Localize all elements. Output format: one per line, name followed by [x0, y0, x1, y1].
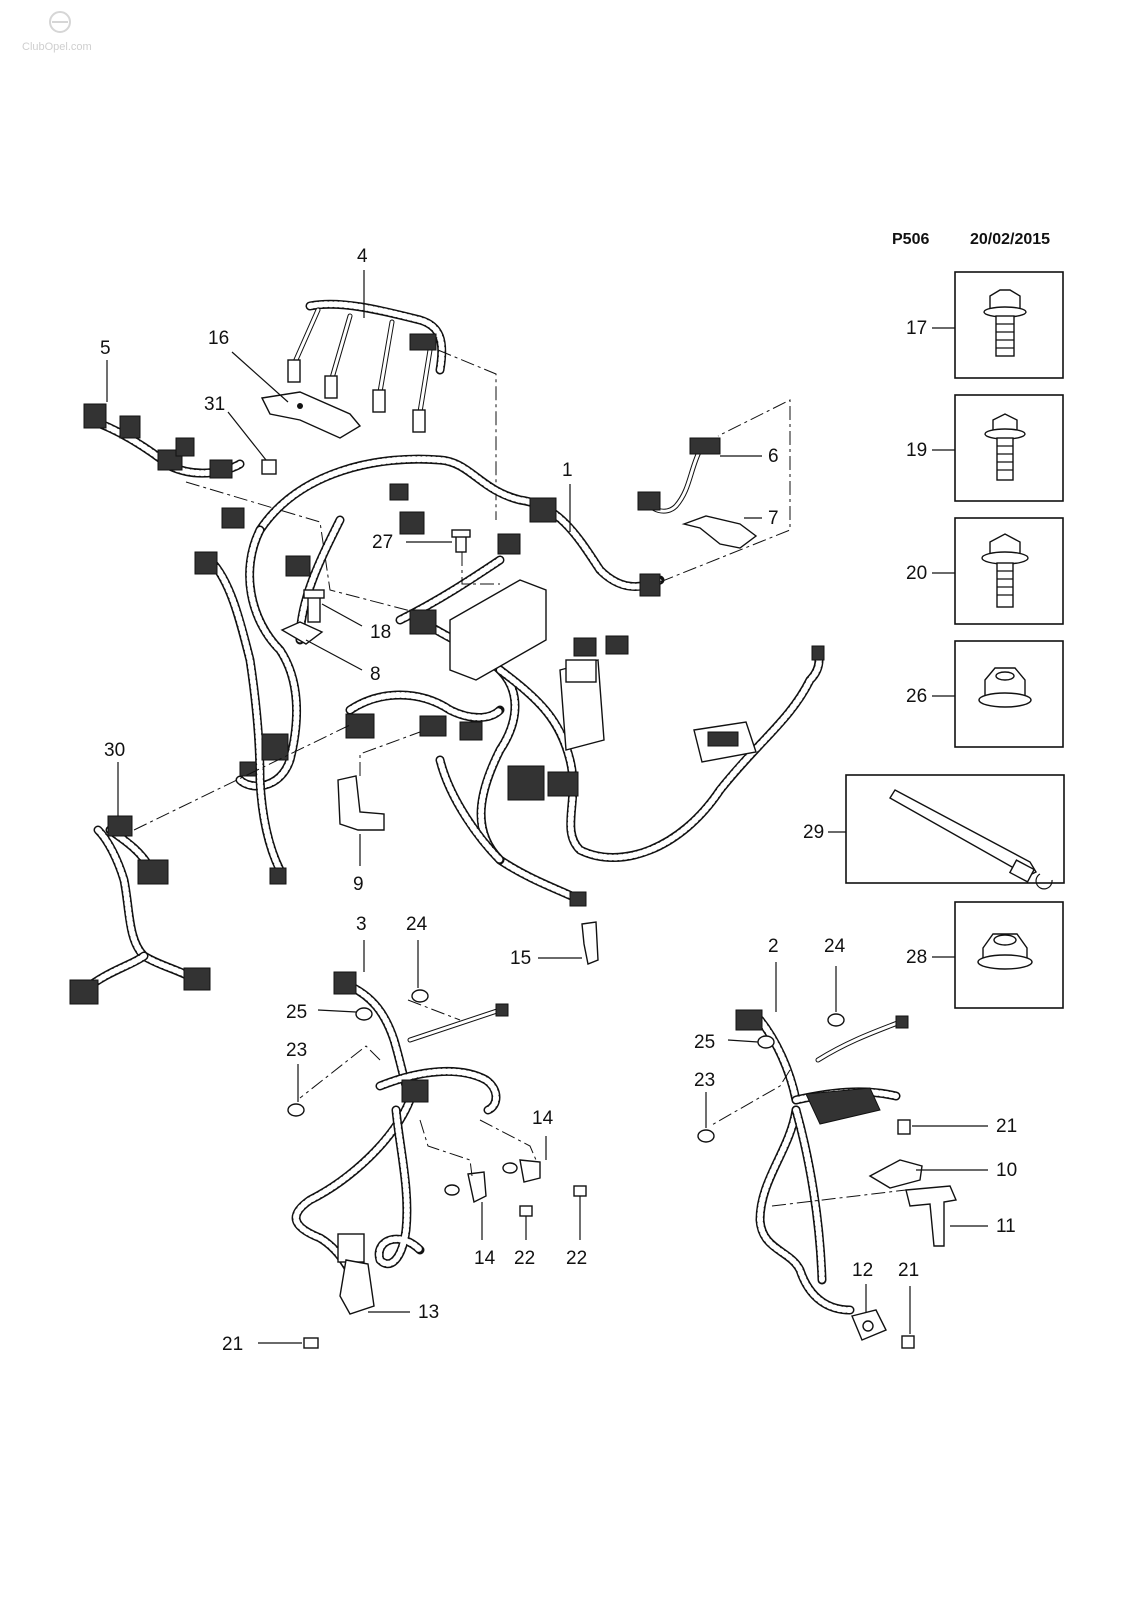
sensor-6[interactable]	[637, 437, 721, 514]
flange-nut-icon	[977, 933, 1033, 970]
callout-8: 8	[370, 664, 381, 685]
battery-harness-2[interactable]	[735, 1009, 909, 1315]
callout-21b: 21	[996, 1116, 1017, 1137]
nut-25b[interactable]	[757, 1035, 775, 1049]
callout-28: 28	[906, 947, 927, 968]
side-part-20[interactable]	[932, 517, 1064, 625]
callout-21a: 21	[222, 1334, 243, 1355]
hex-bolt-icon	[984, 413, 1026, 481]
callout-17: 17	[906, 318, 927, 339]
bolt-21b[interactable]	[897, 1119, 911, 1135]
side-part-17[interactable]	[932, 271, 1064, 379]
callout-30: 30	[104, 740, 125, 761]
bolt-22b[interactable]	[573, 1185, 587, 1197]
callout-14b: 14	[474, 1248, 496, 1269]
bracket-7[interactable]	[681, 515, 758, 549]
nut-24a[interactable]	[411, 989, 429, 1003]
callout-6: 6	[768, 446, 779, 467]
callout-25a: 25	[286, 1002, 307, 1023]
callout-12: 12	[852, 1260, 873, 1281]
bracket-9[interactable]	[337, 775, 385, 831]
nut-23a[interactable]	[287, 1103, 305, 1117]
bracket-12[interactable]	[851, 1309, 887, 1341]
callout-24a: 24	[406, 914, 428, 935]
callout-15: 15	[510, 948, 531, 969]
nut-23b[interactable]	[697, 1129, 715, 1143]
battery-harness-3[interactable]	[291, 971, 509, 1315]
watermark-logo: ClubOpel.com	[22, 11, 92, 53]
callout-7: 7	[768, 508, 779, 529]
callout-22b: 22	[566, 1248, 587, 1269]
callout-31: 31	[204, 394, 225, 415]
callout-22a: 22	[514, 1248, 535, 1269]
callout-21c: 21	[898, 1260, 919, 1281]
callout-19: 19	[906, 440, 927, 461]
diagram-code: P506	[892, 231, 929, 248]
bracket-14a[interactable]	[444, 1171, 487, 1204]
callout-27: 27	[372, 532, 393, 553]
cable-tie-icon	[889, 789, 1053, 890]
bolt-22a[interactable]	[519, 1205, 533, 1217]
nut-24b[interactable]	[827, 1013, 845, 1027]
side-part-26[interactable]	[932, 640, 1064, 748]
callout-2: 2	[768, 936, 779, 957]
callout-18: 18	[370, 622, 391, 643]
callout-20: 20	[906, 563, 927, 584]
watermark-text: ClubOpel.com	[22, 41, 92, 53]
bracket-10[interactable]	[868, 1159, 923, 1189]
callout-14a: 14	[532, 1108, 554, 1129]
side-part-19[interactable]	[932, 394, 1064, 502]
callout-5: 5	[100, 338, 111, 359]
bolt-21a[interactable]	[303, 1337, 319, 1349]
callout-16: 16	[208, 328, 229, 349]
callout-1: 1	[562, 460, 573, 481]
bolt-21c[interactable]	[901, 1335, 915, 1349]
bracket-8[interactable]	[280, 621, 324, 645]
bracket-16[interactable]	[260, 391, 362, 439]
flange-bolt-icon	[983, 289, 1027, 357]
callout-24b: 24	[824, 936, 846, 957]
callout-3: 3	[356, 914, 367, 935]
side-part-29[interactable]	[828, 774, 1065, 890]
nut-25a[interactable]	[355, 1007, 373, 1021]
bolt-18[interactable]	[303, 589, 325, 623]
callout-26: 26	[906, 686, 927, 707]
bracket-14b[interactable]	[502, 1159, 541, 1183]
bolt-27[interactable]	[451, 529, 471, 553]
hex-bolt-icon	[981, 533, 1029, 608]
diagram-date: 20/02/2015	[970, 231, 1050, 248]
side-part-28[interactable]	[932, 901, 1064, 1009]
callout-23b: 23	[694, 1070, 715, 1091]
callout-11: 11	[996, 1216, 1016, 1237]
callout-29: 29	[803, 822, 824, 843]
harness-30[interactable]	[69, 815, 211, 1005]
flange-nut-icon	[978, 667, 1032, 708]
bracket-15[interactable]	[581, 921, 599, 965]
callout-10: 10	[996, 1160, 1017, 1181]
bracket-11[interactable]	[905, 1185, 957, 1247]
connector-harness-5[interactable]	[83, 403, 245, 479]
main-engine-harness-1[interactable]	[194, 454, 825, 907]
callout-23a: 23	[286, 1040, 307, 1061]
injector-harness-4[interactable]	[287, 299, 447, 433]
callout-4: 4	[357, 246, 368, 267]
callout-13: 13	[418, 1302, 439, 1323]
clip-31[interactable]	[261, 459, 277, 475]
callout-9: 9	[353, 874, 364, 895]
callout-25b: 25	[694, 1032, 715, 1053]
